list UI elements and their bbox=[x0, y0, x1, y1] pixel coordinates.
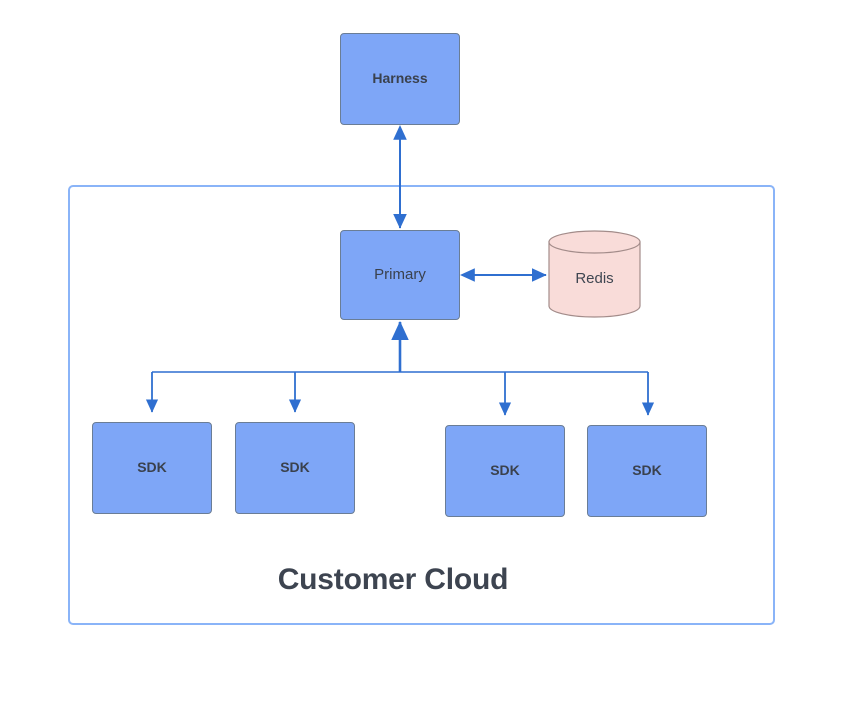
node-redis[interactable]: Redis bbox=[548, 230, 641, 318]
node-harness[interactable]: Harness bbox=[340, 33, 460, 125]
node-sdk-2-label: SDK bbox=[280, 459, 310, 476]
node-sdk-3[interactable]: SDK bbox=[445, 425, 565, 517]
node-primary-label: Primary bbox=[374, 265, 426, 283]
node-sdk-1-label: SDK bbox=[137, 459, 167, 476]
node-primary[interactable]: Primary bbox=[340, 230, 460, 320]
node-redis-label: Redis bbox=[575, 269, 614, 287]
node-sdk-2[interactable]: SDK bbox=[235, 422, 355, 514]
cylinder-shape bbox=[548, 230, 641, 318]
node-harness-label: Harness bbox=[372, 70, 428, 87]
customer-cloud-boundary bbox=[68, 185, 775, 625]
node-sdk-1[interactable]: SDK bbox=[92, 422, 212, 514]
node-sdk-3-label: SDK bbox=[490, 462, 520, 479]
customer-cloud-title: Customer Cloud bbox=[277, 563, 509, 596]
node-sdk-4[interactable]: SDK bbox=[587, 425, 707, 517]
node-sdk-4-label: SDK bbox=[632, 462, 662, 479]
